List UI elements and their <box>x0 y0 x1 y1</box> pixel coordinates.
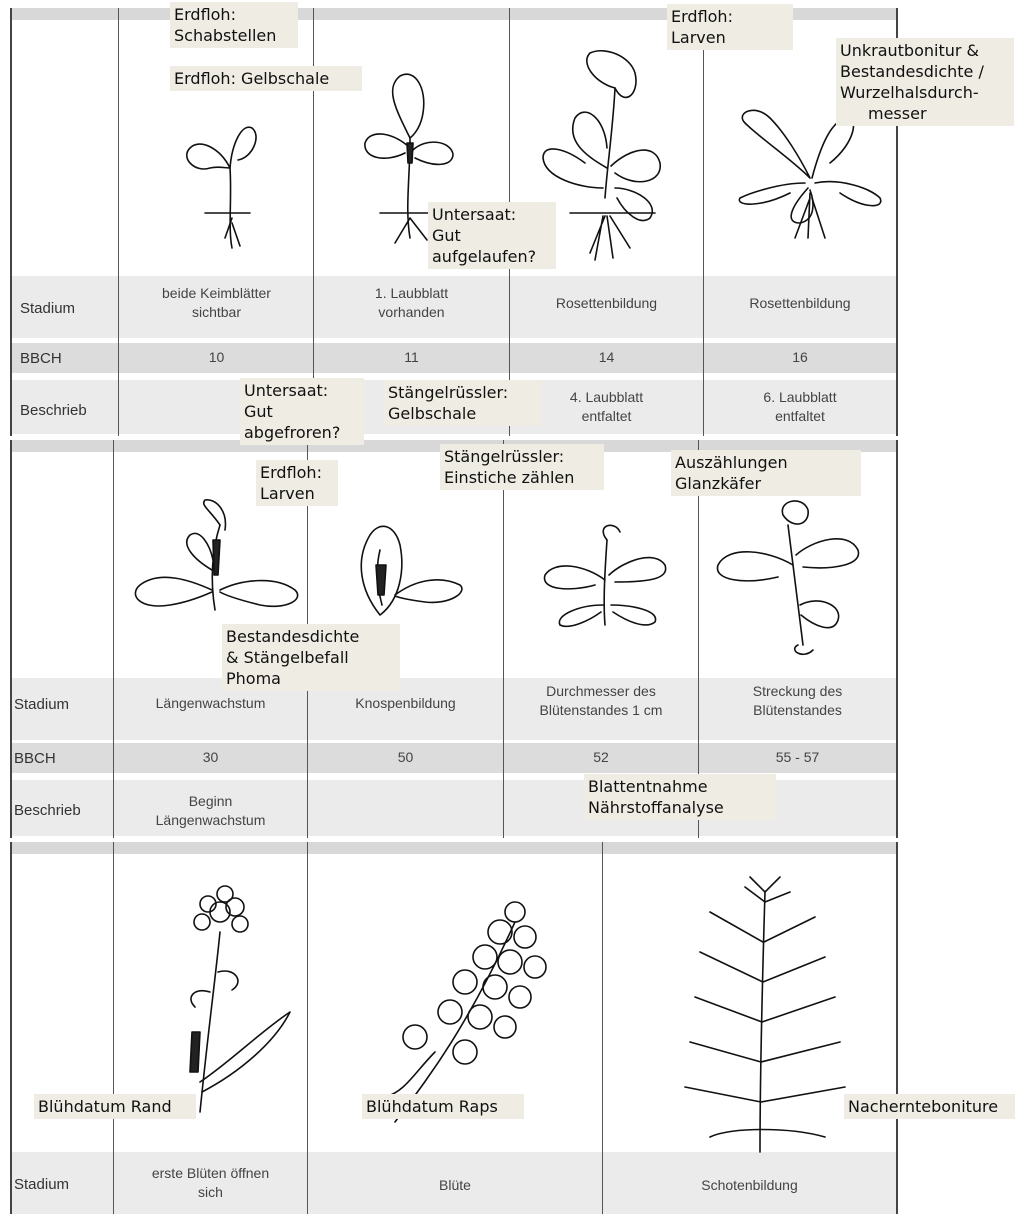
note-bluehdatum-raps: Blühdatum Raps <box>362 1094 524 1119</box>
seedling-cotyledon-illustration <box>170 98 270 258</box>
stadium-cell: Rosettenbildung <box>704 294 896 313</box>
note-staengelruessler-einstiche: Stängelrüssler:Einstiche zählen <box>440 444 604 490</box>
bbch-cell: 52 <box>504 748 698 767</box>
note-nacherntebonitur: Nachernteboniture <box>844 1094 1015 1119</box>
bbch-cell: 16 <box>704 348 896 367</box>
bbch-cell: 55 - 57 <box>699 748 896 767</box>
stadium-cell: Rosettenbildung <box>510 294 703 313</box>
note-unkrautbonitur: Unkrautbonitur &Bestandesdichte /Wurzelh… <box>836 38 1014 126</box>
stadium-cell: Knospenbildung <box>308 694 503 713</box>
note-erdfloh-gelbschale: Erdfloh: Gelbschale <box>170 66 362 91</box>
stadium-cell: Schotenbildung <box>603 1176 896 1195</box>
row-label-stadium: Stadium <box>14 1176 69 1193</box>
row-label-beschrieb: Beschrieb <box>14 802 81 819</box>
bud-formation-illustration <box>340 520 470 630</box>
bbch-cell: 14 <box>510 348 703 367</box>
bbch-cell: 10 <box>120 348 313 367</box>
note-bluehdatum-rand: Blühdatum Rand <box>34 1094 196 1119</box>
row-label-bbch: BBCH <box>20 350 62 367</box>
bbch-cell: 11 <box>314 348 509 367</box>
row-label-beschrieb: Beschrieb <box>20 402 87 419</box>
bbch-cell: 50 <box>308 748 503 767</box>
note-staengelruessler-gelbschale: Stängelrüssler:Gelbschale <box>384 380 542 426</box>
stem-elongation-illustration <box>120 500 310 620</box>
stadium-cell: Blüte <box>308 1176 602 1195</box>
rosette-4-leaf-illustration <box>535 48 675 268</box>
note-erdfloh-larven-2: Erdfloh:Larven <box>256 460 338 506</box>
inflorescence-1cm-illustration <box>535 520 675 630</box>
note-erdfloh-schabstellen: Erdfloh:Schabstellen <box>170 2 298 48</box>
inflorescence-elongation-illustration <box>708 495 888 660</box>
note-erdfloh-larven: Erdfloh:Larven <box>667 4 793 50</box>
bbch-cell: 30 <box>114 748 307 767</box>
row-label-stadium: Stadium <box>14 696 69 713</box>
pod-formation-illustration <box>650 872 870 1162</box>
row-label-bbch: BBCH <box>14 750 56 767</box>
stadium-cell: Längenwachstum <box>114 694 307 713</box>
row-label-stadium: Stadium <box>20 300 75 317</box>
